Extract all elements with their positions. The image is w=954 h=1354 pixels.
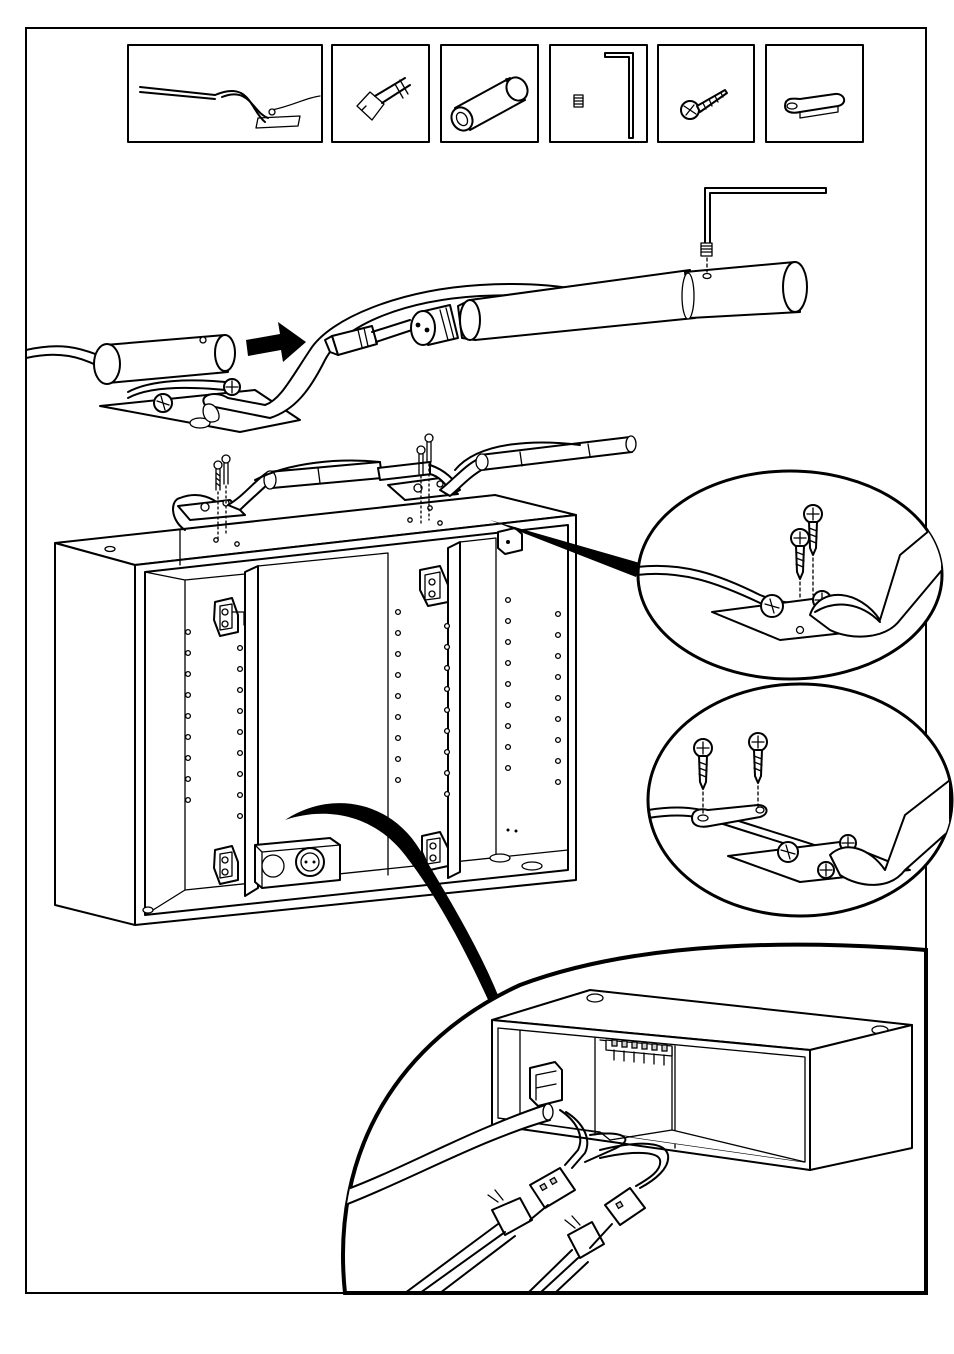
shelf-pin-hole — [554, 694, 562, 702]
shelf-pin-hole — [184, 775, 192, 783]
shelf-pin-hole — [443, 643, 451, 651]
shelf-pin-hole — [184, 670, 192, 678]
arm-socket — [410, 304, 459, 346]
connector-plug — [324, 319, 413, 356]
shelf-pin-hole — [554, 673, 562, 681]
shelf-pin-hole — [554, 715, 562, 723]
shelf-pin-hole — [394, 755, 402, 763]
mounting-plate — [99, 378, 301, 433]
detail-oval-screws — [636, 469, 944, 681]
lamp-arm-assembly — [26, 187, 827, 433]
long-tube — [457, 261, 808, 341]
hinge-bottom-left — [213, 845, 239, 885]
shelf-pin-hole — [554, 610, 562, 618]
shelf-pin-hole — [394, 671, 402, 679]
power-socket-box — [254, 837, 341, 889]
shelf-pin-hole — [394, 776, 402, 784]
shelf-pin-hole — [394, 608, 402, 616]
shelf-pin-hole — [504, 722, 512, 730]
part-screw-icon — [657, 44, 755, 143]
shelf-pin-hole — [236, 665, 244, 673]
screw-icon — [693, 732, 768, 816]
part-lamp-arm-icon — [127, 44, 323, 143]
box-hinge — [529, 1061, 563, 1107]
connector-plug-icon — [487, 1167, 646, 1259]
shelf-pin-hole — [504, 764, 512, 772]
shelf-pin-hole — [443, 706, 451, 714]
part-cable-clip-icon — [765, 44, 864, 143]
part-sleeve-tube-icon — [440, 44, 539, 143]
shelf-pin-hole — [184, 691, 192, 699]
detail-oval-socket-connection — [340, 942, 928, 1295]
short-sleeve-tube — [93, 334, 236, 385]
shelf-pin-hole — [504, 680, 512, 688]
shelf-pin-hole — [443, 748, 451, 756]
shelf-pin-hole — [443, 664, 451, 672]
hex-key-icon — [700, 187, 827, 273]
shelf-pin-hole — [394, 734, 402, 742]
shelf-pin-hole — [504, 596, 512, 604]
shelf-pin-hole — [236, 749, 244, 757]
terminal-strip — [605, 1039, 673, 1066]
shelf-pin-hole — [236, 791, 244, 799]
shelf-pin-hole — [184, 712, 192, 720]
shelf-pin-hole — [443, 769, 451, 777]
hinge-top-left — [213, 597, 245, 637]
part-connector-plug-icon — [331, 44, 430, 143]
shelf-pin-hole — [443, 727, 451, 735]
parts-row — [127, 44, 864, 143]
detail-oval-cable-clips — [646, 682, 954, 918]
shelf-pin-hole — [236, 770, 244, 778]
shelf-pin-hole — [236, 644, 244, 652]
shelf-pin-hole — [554, 778, 562, 786]
shelf-pin-hole — [394, 713, 402, 721]
shelf-pin-hole — [504, 617, 512, 625]
shelf-pin-hole — [184, 649, 192, 657]
shelf-pin-hole — [504, 638, 512, 646]
shelf-pin-hole — [554, 757, 562, 765]
shelf-pin-hole — [184, 733, 192, 741]
shelf-pin-hole — [443, 790, 451, 798]
shelf-pin-hole — [443, 622, 451, 630]
shelf-pin-hole — [236, 707, 244, 715]
screw-icon — [213, 433, 434, 541]
lamp-on-cabinet — [172, 433, 637, 566]
shelf-pin-hole — [394, 692, 402, 700]
shelf-pin-hole — [554, 652, 562, 660]
hinge-bottom-right — [421, 831, 449, 871]
shelf-pin-hole — [394, 629, 402, 637]
shelf-pin-hole — [184, 796, 192, 804]
shelf-pin-hole — [184, 628, 192, 636]
zoom-pointer-1 — [490, 520, 640, 577]
shelf-pin-hole — [504, 701, 512, 709]
shelf-pin-hole — [443, 685, 451, 693]
shelf-pin-hole — [554, 736, 562, 744]
shelf-pin-hole — [394, 650, 402, 658]
shelf-pin-hole — [236, 728, 244, 736]
shelf-pin-hole — [236, 686, 244, 694]
cabinet — [54, 494, 577, 926]
transformer-box — [497, 527, 523, 555]
screw-icon — [790, 504, 823, 601]
top-holes — [104, 505, 443, 553]
shelf-pin-hole — [504, 743, 512, 751]
shelf-pin-hole — [236, 812, 244, 820]
shelf-pin-hole — [504, 659, 512, 667]
shelf-pin-hole — [554, 631, 562, 639]
shelf-pin-holes — [184, 596, 562, 820]
part-hex-key-icon — [549, 44, 648, 143]
insert-arrow — [246, 322, 306, 362]
hinge-top-right — [419, 565, 449, 607]
shelf-pin-hole — [184, 754, 192, 762]
